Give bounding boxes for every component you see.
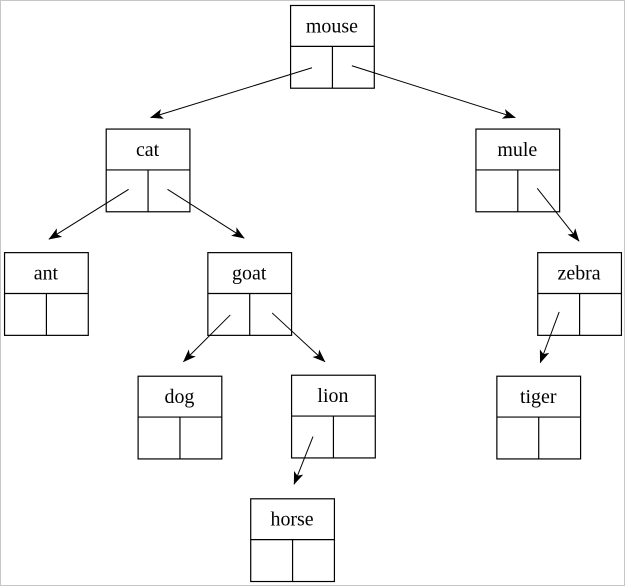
tree-node-zebra: zebra bbox=[537, 252, 623, 336]
tree-node-mouse: mouse bbox=[289, 4, 375, 89]
node-label: mule bbox=[497, 139, 537, 161]
node-label: mouse bbox=[306, 15, 358, 37]
edge-cat-left-ant bbox=[48, 188, 129, 240]
node-label: dog bbox=[165, 386, 195, 408]
edge-mouse-left-cat bbox=[150, 67, 313, 119]
tree-node-cat: cat bbox=[105, 128, 191, 213]
edge-lion-left-horse bbox=[293, 436, 314, 485]
edge-mule-right-zebra bbox=[536, 188, 580, 242]
tree-node-ant: ant bbox=[3, 252, 89, 336]
node-label: ant bbox=[34, 263, 59, 285]
tree-node-mule: mule bbox=[475, 128, 561, 213]
node-label: zebra bbox=[558, 263, 601, 285]
node-label: lion bbox=[317, 385, 348, 407]
tree-node-goat: goat bbox=[207, 252, 293, 336]
edge-mouse-right-mule bbox=[351, 65, 516, 119]
node-label: cat bbox=[136, 139, 160, 161]
node-layer: mouse cat mule ant goat zebra dog lion tiger hors… bbox=[3, 4, 623, 583]
edge-zebra-left-tiger bbox=[539, 311, 560, 364]
edge-cat-right-goat bbox=[167, 188, 245, 239]
tree-node-horse: horse bbox=[250, 498, 336, 583]
tree-node-tiger: tiger bbox=[496, 375, 582, 460]
tree-node-dog: dog bbox=[137, 375, 223, 460]
node-label: tiger bbox=[520, 386, 557, 408]
edge-goat-right-lion bbox=[271, 312, 326, 363]
edge-goat-left-dog bbox=[183, 314, 231, 363]
edge-layer bbox=[48, 65, 580, 485]
tree-node-lion: lion bbox=[290, 374, 376, 459]
node-label: horse bbox=[270, 509, 313, 531]
node-label: goat bbox=[232, 263, 267, 285]
